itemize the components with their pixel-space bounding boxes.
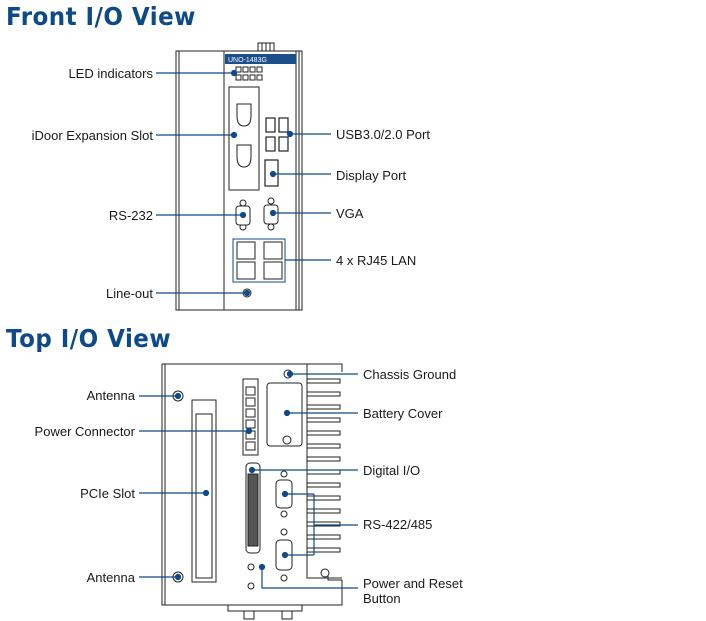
heatsink-fin <box>307 482 341 488</box>
label-led-indicators: LED indicators <box>68 66 153 81</box>
heatsink-fin <box>307 378 341 384</box>
label-rs232: RS-232 <box>108 208 153 223</box>
label-rj45-lan: 4 x RJ45 LAN <box>336 253 417 268</box>
front-brand-bar <box>225 54 296 64</box>
front-callouts <box>156 69 331 297</box>
reset-button <box>247 582 255 590</box>
heatsink-fin <box>307 547 341 553</box>
rs422-485-ports <box>275 470 293 582</box>
led-indicators <box>235 66 263 81</box>
label-vga: VGA <box>336 206 364 221</box>
battery-cover <box>266 382 303 447</box>
front-io-view-title: Front I/O View <box>6 2 196 31</box>
heatsink-fin <box>307 456 341 462</box>
label-pcie-slot: PCIe Slot <box>80 486 135 501</box>
digital-io-terminal <box>245 462 261 554</box>
heatsink-fin <box>307 495 341 501</box>
rj45-lan-ports <box>232 238 286 283</box>
top-device <box>161 363 343 620</box>
label-idoor-expansion-slot: iDoor Expansion Slot <box>31 128 153 143</box>
label-power-reset-button: Power and Reset Button <box>363 576 463 606</box>
label-rs422-485: RS-422/485 <box>363 517 433 532</box>
heatsink-fin <box>307 443 341 449</box>
label-power-connector: Power Connector <box>34 424 135 439</box>
label-display-port: Display Port <box>336 168 407 183</box>
power-connector <box>242 378 259 456</box>
label-chassis-ground: Chassis Ground <box>363 367 457 382</box>
front-device <box>175 42 303 311</box>
corner-screw <box>320 568 330 578</box>
label-digital-io: Digital I/O <box>363 463 421 478</box>
label-usb-port: USB3.0/2.0 Port <box>336 127 430 142</box>
rs232-port <box>235 199 251 231</box>
label-line-out: Line-out <box>106 286 153 301</box>
power-button <box>247 563 255 571</box>
pcie-slot <box>191 399 217 583</box>
heatsink-fin <box>307 391 341 397</box>
idoor-slot <box>228 86 260 191</box>
label-antenna-top: Antenna <box>86 388 135 403</box>
heatsink-fin <box>307 508 341 514</box>
front-brand-text: UNO-1483G <box>228 57 267 64</box>
top-callouts <box>139 370 358 589</box>
usb-ports <box>265 117 289 152</box>
label-battery-cover: Battery Cover <box>363 406 443 421</box>
top-io-view-title: Top I/O View <box>6 324 172 353</box>
heatsink-fin <box>307 404 341 410</box>
heatsink-fin <box>307 521 341 527</box>
label-antenna-bottom: Antenna <box>86 570 135 585</box>
heatsink-fins <box>307 378 341 553</box>
front-chassis-outline <box>175 50 303 311</box>
heatsink-fin <box>307 417 341 423</box>
heatsink-fin <box>307 430 341 436</box>
heatsink-fin <box>307 534 341 540</box>
